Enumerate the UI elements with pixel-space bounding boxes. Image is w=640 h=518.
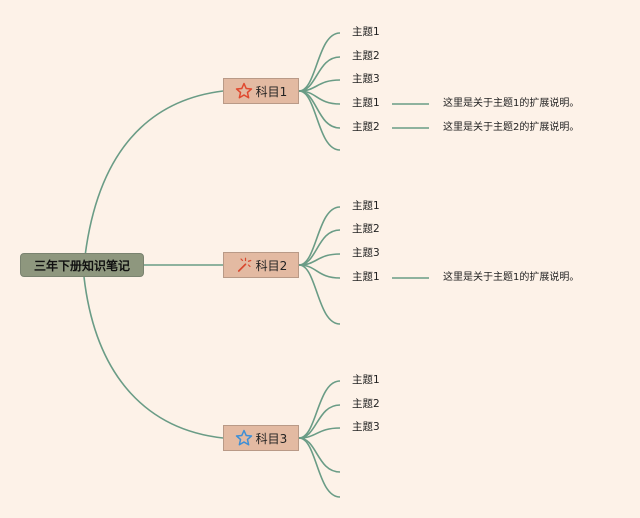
connector-subject-3-topic-3: [298, 427, 341, 439]
connector-subject-2-topic-2: [298, 229, 341, 266]
connector-subject-1-topic-5: [298, 90, 341, 129]
subject-node-1[interactable]: 科目1: [223, 78, 299, 104]
topic-node[interactable]: 主题3: [352, 247, 380, 259]
connector-root-subject-1: [83, 90, 224, 266]
connector-subject-1-topic-1: [298, 32, 341, 92]
topic-node[interactable]: 主题2: [352, 50, 380, 62]
topic-note[interactable]: 这里是关于主题2的扩展说明。: [443, 122, 580, 133]
connector-subject-2-topic-5: [298, 264, 341, 325]
connector-subject-1-topic-2: [298, 56, 341, 92]
connector-root-subject-3: [83, 276, 224, 439]
topic-node[interactable]: 主题1: [352, 97, 380, 109]
topic-node[interactable]: 主题1: [352, 374, 380, 386]
topic-node[interactable]: 主题2: [352, 223, 380, 235]
topic-node[interactable]: 主题2: [352, 398, 380, 410]
connector-subject-3-topic-1: [298, 380, 341, 439]
connector-subject-1-topic-6: [298, 90, 341, 151]
topic-note[interactable]: 这里是关于主题1的扩展说明。: [443, 272, 580, 283]
topic-node[interactable]: 主题1: [352, 200, 380, 212]
topic-node[interactable]: 主题1: [352, 26, 380, 38]
root-node[interactable]: 三年下册知识笔记: [20, 253, 144, 277]
connector-subject-2-topic-1: [298, 206, 341, 266]
red-star-outline-icon: [235, 82, 253, 100]
subject-node-3[interactable]: 科目3: [223, 425, 299, 451]
magic-wand-icon: [235, 256, 253, 274]
connector-subject-3-topic-5: [298, 437, 341, 498]
blue-star-outline-icon: [235, 429, 253, 447]
subject-label: 科目2: [255, 258, 288, 273]
connector-subject-3-topic-4: [298, 437, 341, 473]
subject-label: 科目1: [255, 84, 288, 99]
topic-node[interactable]: 主题2: [352, 121, 380, 133]
subject-node-2[interactable]: 科目2: [223, 252, 299, 278]
topic-node[interactable]: 主题1: [352, 271, 380, 283]
topic-node[interactable]: 主题3: [352, 73, 380, 85]
topic-note[interactable]: 这里是关于主题1的扩展说明。: [443, 98, 580, 109]
topic-node[interactable]: 主题3: [352, 421, 380, 433]
subject-label: 科目3: [255, 431, 288, 446]
connector-subject-3-topic-2: [298, 404, 341, 439]
